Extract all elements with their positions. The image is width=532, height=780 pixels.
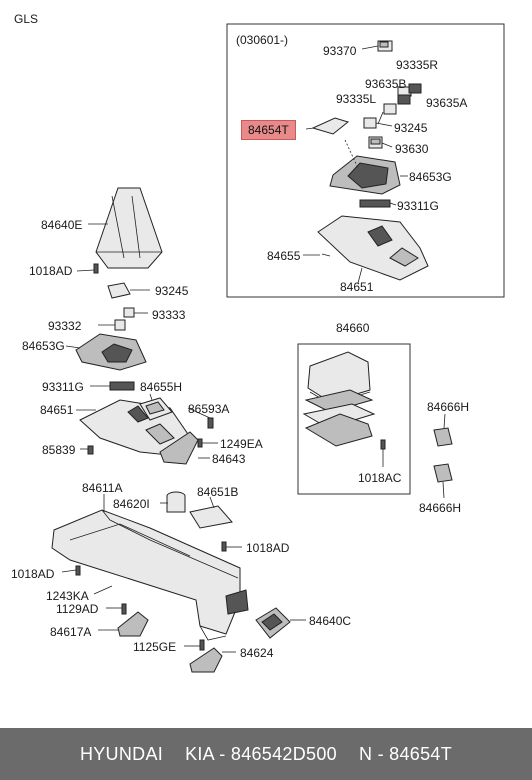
label-93311G-inset: 93311G bbox=[397, 199, 439, 213]
model-label: GLS bbox=[14, 12, 39, 26]
label-84620I: 84620I bbox=[113, 497, 150, 511]
label-84655: 84655 bbox=[267, 249, 301, 263]
label-84653G-inset: 84653G bbox=[409, 170, 452, 184]
label-84640E: 84640E bbox=[41, 218, 83, 232]
label-84655H: 84655H bbox=[140, 380, 183, 394]
screw-1018AD-b bbox=[221, 541, 227, 552]
inset-date-code: (030601-) bbox=[236, 33, 289, 47]
label-1249EA: 1249EA bbox=[220, 437, 263, 451]
label-86593A: 86593A bbox=[188, 402, 230, 416]
label-84651-inset: 84651 bbox=[340, 280, 374, 294]
switch-93332 bbox=[114, 319, 126, 331]
inset-frame bbox=[226, 23, 505, 298]
label-84666H-b: 84666H bbox=[419, 501, 462, 515]
label-1125GE: 1125GE bbox=[133, 640, 177, 654]
clip-86593A bbox=[207, 417, 214, 429]
footer-part-number: N - 84654T bbox=[358, 743, 453, 764]
label-84643: 84643 bbox=[212, 452, 246, 466]
label-85839: 85839 bbox=[42, 443, 76, 457]
label-84611A: 84611A bbox=[82, 481, 123, 495]
switch-93245-inset bbox=[363, 117, 377, 129]
clip-85839 bbox=[87, 445, 94, 455]
label-84653G: 84653G bbox=[22, 339, 65, 353]
bracket-84666H-b bbox=[433, 463, 453, 483]
clip-84655 bbox=[321, 253, 331, 257]
parts-diagram: GLS (030601-) 93370 93335R 93635B 93335L… bbox=[11, 12, 505, 673]
label-84651: 84651 bbox=[40, 403, 74, 417]
cover-84654T bbox=[311, 117, 350, 135]
bracket-84617A bbox=[117, 611, 149, 637]
label-93245: 93245 bbox=[155, 284, 189, 298]
armrest-lid bbox=[302, 351, 376, 447]
bracket-84624 bbox=[189, 647, 223, 673]
label-93245-inset: 93245 bbox=[394, 121, 428, 135]
screw-1129AD bbox=[121, 603, 127, 615]
boot-84640E bbox=[95, 187, 163, 269]
switch-93333 bbox=[123, 307, 135, 318]
label-93311G: 93311G bbox=[42, 380, 84, 394]
label-84617A: 84617A bbox=[50, 625, 92, 639]
switch-93635A bbox=[397, 94, 411, 105]
label-84640C: 84640C bbox=[309, 614, 352, 628]
screw-1018AD-c bbox=[75, 565, 81, 576]
bracket-84643 bbox=[159, 431, 199, 465]
label-93335R: 93335R bbox=[396, 58, 439, 72]
console-body bbox=[51, 509, 249, 641]
lamp-93630 bbox=[368, 136, 383, 149]
panel-84651-inset bbox=[317, 215, 429, 281]
footer-oem-number: KIA - 846542D500 bbox=[185, 743, 337, 764]
label-1129AD: 1129AD bbox=[56, 602, 99, 616]
plate-93311G-inset bbox=[359, 199, 391, 208]
label-93370: 93370 bbox=[323, 44, 357, 58]
switch-93335L bbox=[383, 103, 397, 115]
label-84660: 84660 bbox=[336, 321, 370, 335]
label-93335L: 93335L bbox=[336, 92, 377, 106]
label-1018AD-a: 1018AD bbox=[29, 264, 73, 278]
label-1243KA: 1243KA bbox=[46, 589, 89, 603]
label-93332: 93332 bbox=[48, 319, 82, 333]
trim-84655H bbox=[139, 397, 173, 421]
label-93635B: 93635B bbox=[365, 77, 407, 91]
label-84666H-a: 84666H bbox=[427, 400, 470, 414]
bezel-84653G bbox=[75, 333, 147, 371]
screw-1125GE bbox=[199, 639, 205, 651]
label-93630: 93630 bbox=[395, 142, 429, 156]
switch-93245 bbox=[107, 282, 131, 299]
screw-1018AD-a bbox=[93, 263, 99, 274]
pad-84651B bbox=[189, 505, 233, 529]
bezel-84653G-inset bbox=[329, 155, 401, 195]
diagram-drawing bbox=[51, 23, 505, 673]
bracket-84666H-a bbox=[433, 427, 453, 447]
label-84651B: 84651B bbox=[197, 485, 239, 499]
label-1018AC: 1018AC bbox=[358, 471, 402, 485]
label-1018AD-c: 1018AD bbox=[11, 567, 55, 581]
screw-1249EA bbox=[197, 438, 203, 448]
label-84654T-highlighted[interactable]: 84654T bbox=[241, 120, 296, 140]
switch-93370 bbox=[377, 40, 393, 52]
panel-84640C bbox=[255, 607, 291, 639]
footer-brand: HYUNDAI bbox=[79, 743, 164, 764]
plate-93311G bbox=[109, 381, 135, 391]
label-93333: 93333 bbox=[152, 308, 186, 322]
footer-bar: HYUNDAI KIA - 846542D500 N - 84654T bbox=[0, 728, 532, 780]
switch-93635B bbox=[408, 83, 422, 94]
cup-84620I bbox=[166, 491, 186, 513]
screw-1018AC bbox=[380, 439, 386, 450]
label-84624: 84624 bbox=[240, 646, 274, 660]
label-1018AD-b: 1018AD bbox=[246, 541, 290, 555]
label-93635A: 93635A bbox=[426, 96, 468, 110]
armrest-frame bbox=[297, 343, 411, 495]
